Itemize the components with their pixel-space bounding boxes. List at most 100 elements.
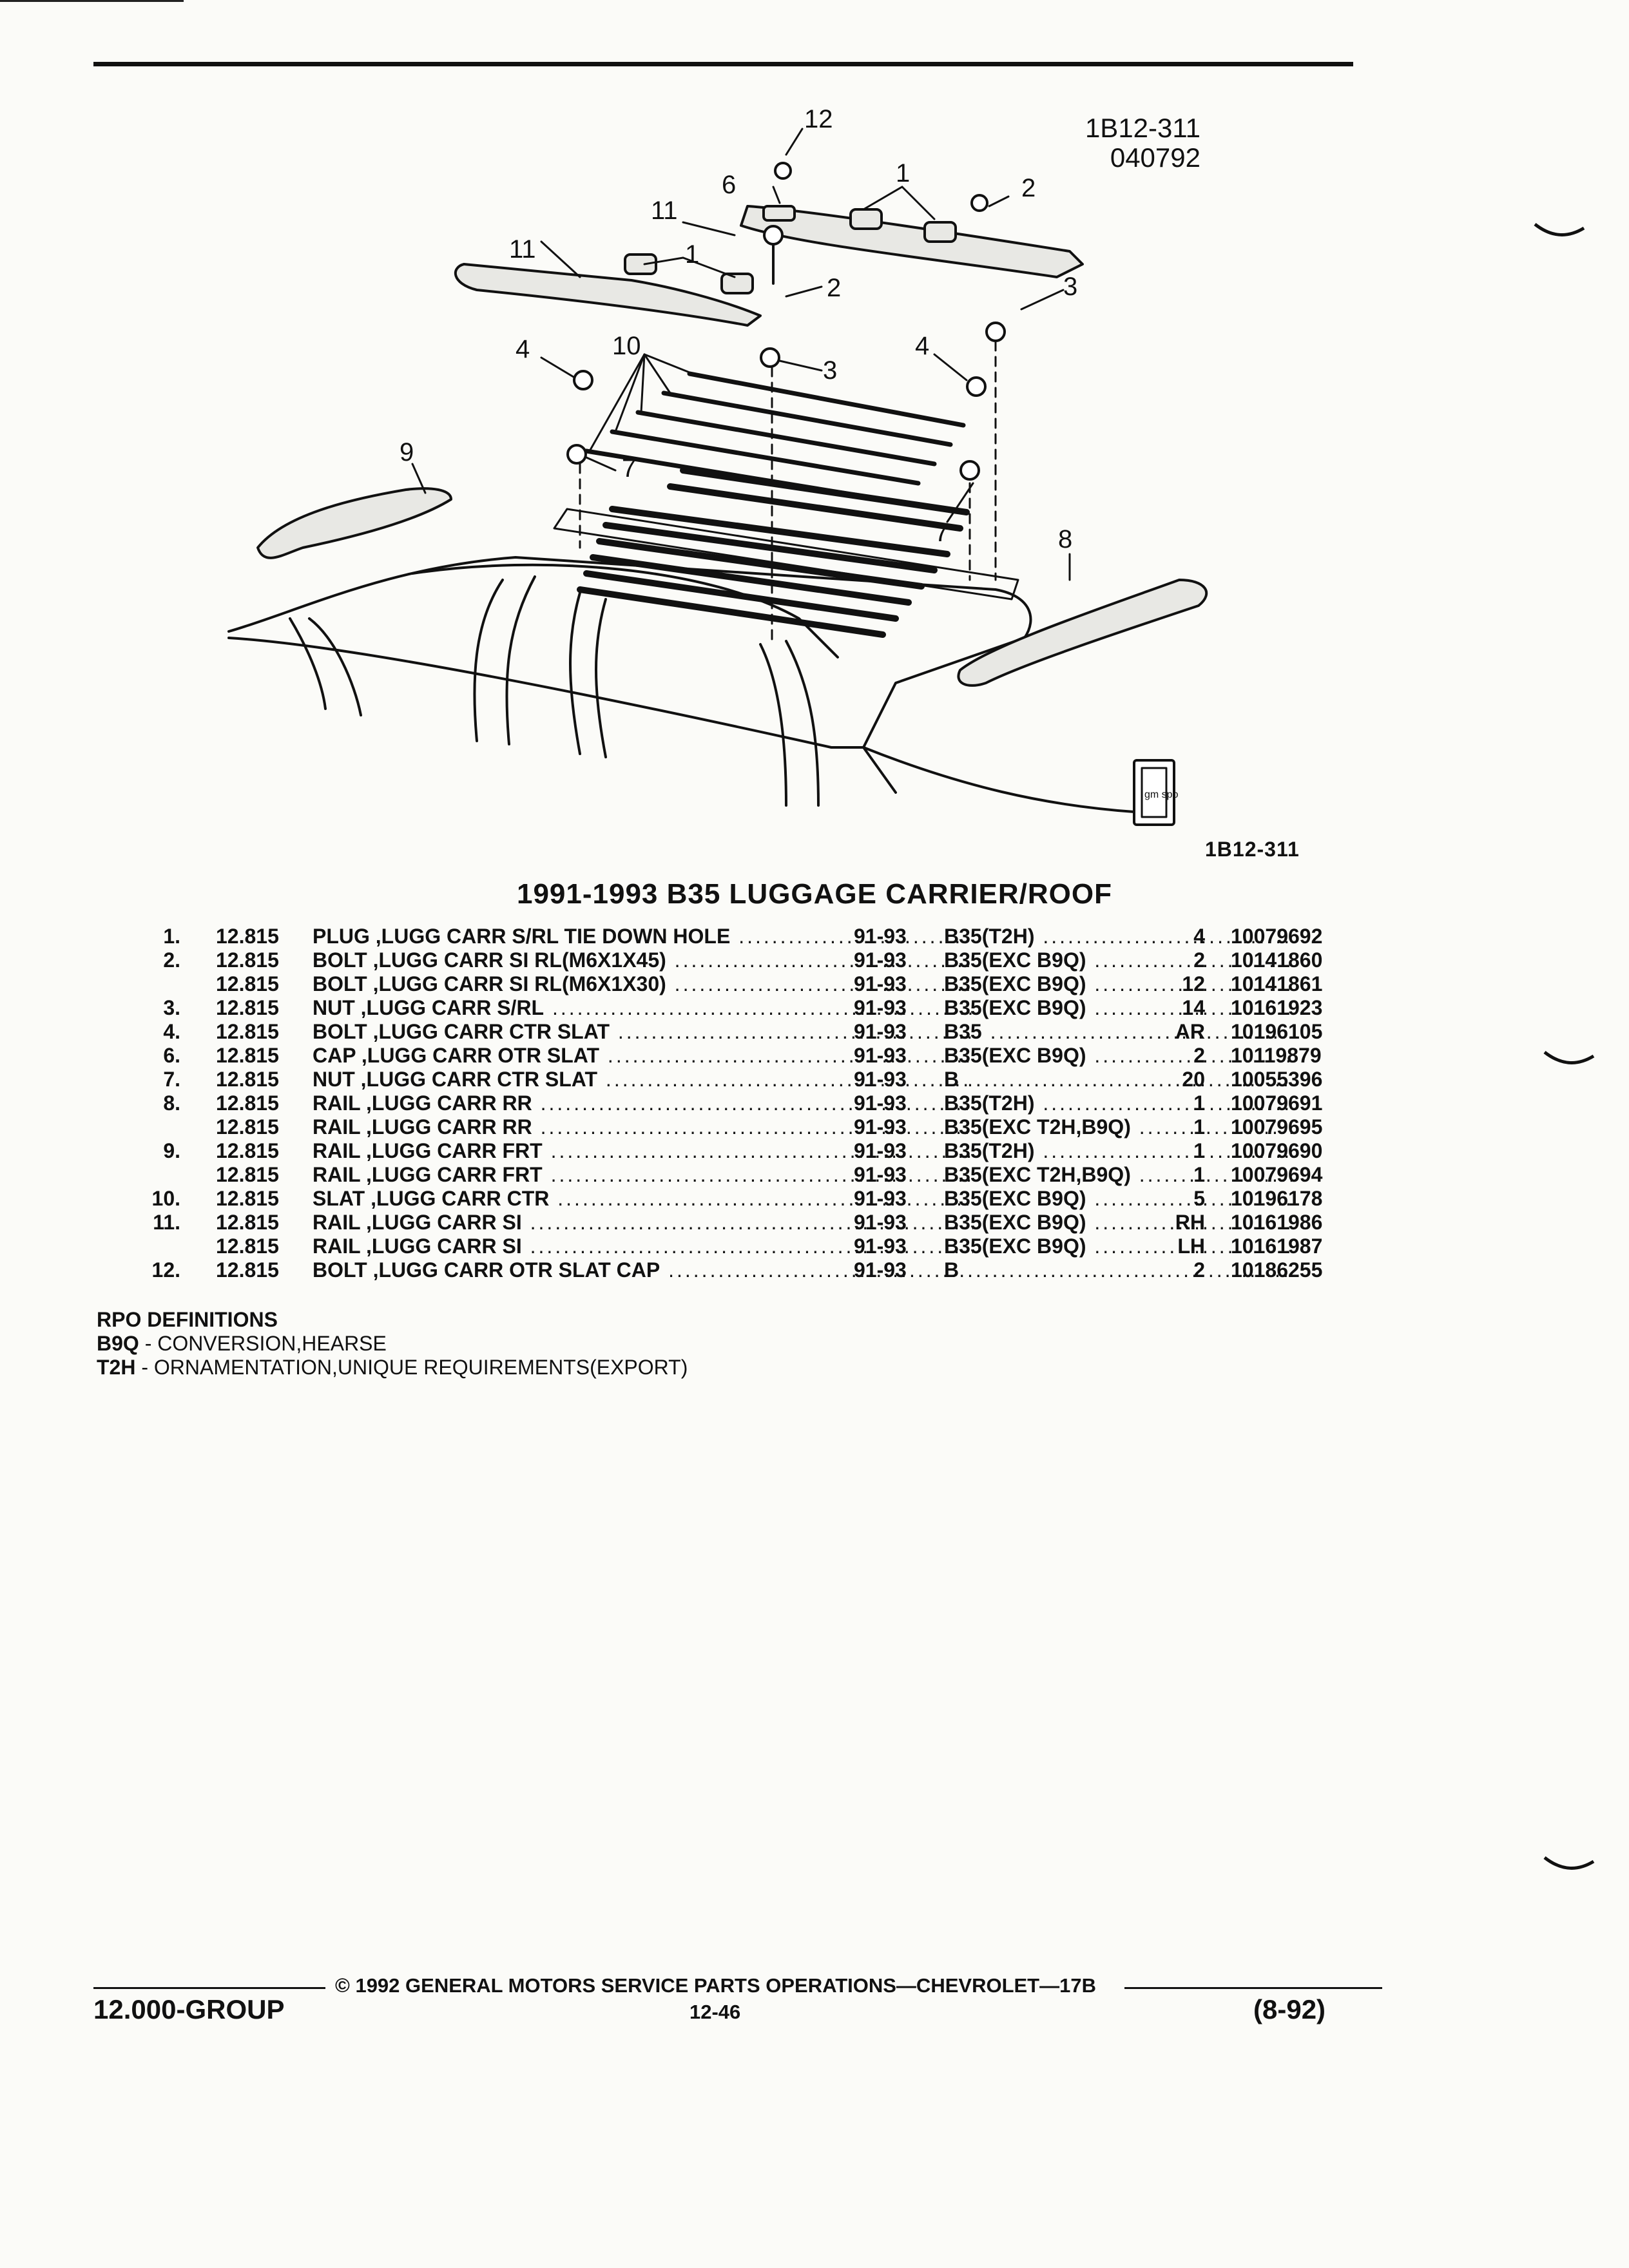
callout-2: 2: [1021, 174, 1036, 202]
parts-rpo: B35(T2H) ...............................…: [944, 1139, 1292, 1162]
parts-desc: RAIL ,LUGG CARR FRT ....................…: [313, 1163, 973, 1186]
parts-desc: BOLT ,LUGG CARR CTR SLAT ...............…: [313, 1020, 973, 1043]
callout-6: 6: [722, 171, 736, 199]
parts-desc: PLUG ,LUGG CARR S/RL TIE DOWN HOLE .....…: [313, 925, 973, 948]
parts-part-no: 10079694: [1231, 1163, 1323, 1186]
callout-labels: 12 1 2 6 11 11 1 2 3 10 3 4 4 9 7 7 8: [400, 105, 1077, 553]
callout-9: 9: [400, 438, 414, 466]
dashed-guides: [579, 340, 997, 646]
parts-years: 91-93: [854, 972, 907, 995]
parts-num: 7.: [163, 1068, 180, 1091]
parts-years: 91-93: [854, 996, 907, 1019]
parts-qty: 14: [1182, 996, 1205, 1019]
parts-rpo: B35 ....................................…: [944, 1020, 1292, 1043]
callout-11b: 11: [509, 235, 536, 264]
parts-desc: RAIL ,LUGG CARR RR .....................…: [313, 1091, 973, 1115]
roof-panel: [553, 508, 1019, 601]
parts-desc: NUT ,LUGG CARR S/RL ....................…: [313, 996, 973, 1019]
parts-group: 12.815: [216, 996, 279, 1019]
side-rail-right: [740, 205, 1084, 278]
rpo-def-b9q: B9Q - CONVERSION,HEARSE: [97, 1332, 688, 1356]
parts-years: 91-93: [854, 1163, 907, 1186]
parts-rpo: B ......................................…: [944, 1068, 1292, 1091]
car-body-outline: [227, 556, 1135, 813]
parts-desc: CAP ,LUGG CARR OTR SLAT ................…: [313, 1044, 973, 1067]
parts-rpo: B ......................................…: [944, 1258, 1292, 1282]
parts-part-no: 10186255: [1231, 1258, 1323, 1282]
page-title: 1991-1993 B35 LUGGAGE CARRIER/ROOF: [516, 878, 1113, 910]
footer-group: 12.000-GROUP: [93, 1994, 285, 2024]
front-rail: [256, 487, 452, 559]
parts-years: 91-93: [854, 948, 907, 972]
callout-7: 7: [622, 454, 636, 483]
parts-rpo: B35(T2H) ...............................…: [944, 925, 1292, 948]
parts-num: 12.: [151, 1258, 180, 1282]
parts-years: 91-93: [854, 1139, 907, 1162]
callout-4: 4: [516, 335, 530, 363]
parts-rpo: B35(EXC T2H,B9Q) .......................…: [944, 1115, 1292, 1139]
callout-4b: 4: [915, 332, 929, 360]
callout-8: 8: [1058, 525, 1072, 553]
parts-group: 12.815: [216, 1139, 279, 1162]
parts-num: 6.: [163, 1044, 180, 1067]
parts-qty: RH: [1175, 1211, 1205, 1234]
parts-qty: AR: [1175, 1020, 1205, 1043]
parts-years: 91-93: [854, 1115, 907, 1139]
parts-rpo: B35(EXC B9Q) ...........................…: [944, 1211, 1292, 1234]
parts-num: 9.: [163, 1139, 180, 1162]
tie-down-plugs: [624, 205, 957, 294]
footer-rule-left: [93, 1987, 325, 1989]
parts-years: 91-93: [854, 1211, 907, 1234]
parts-group: 12.815: [216, 1211, 279, 1234]
figure-id-line1: 1B12-311: [1084, 113, 1200, 143]
parts-rpo: B35(EXC B9Q) ...........................…: [944, 996, 1292, 1019]
rpo-code: T2H: [97, 1356, 136, 1379]
parts-num: 2.: [163, 948, 180, 972]
parts-part-no: 10196105: [1231, 1020, 1323, 1043]
parts-group: 12.815: [216, 1187, 279, 1210]
parts-desc: BOLT ,LUGG CARR SI RL(M6X1X45) .........…: [313, 948, 973, 972]
parts-group: 12.815: [216, 1235, 279, 1258]
callout-1: 1: [896, 159, 910, 187]
parts-years: 91-93: [854, 1044, 907, 1067]
gm-spo-logo: gm spo: [1133, 759, 1179, 826]
parts-group: 12.815: [216, 948, 279, 972]
figure-id-line2: 040792: [1110, 142, 1200, 173]
parts-qty: 2: [1193, 1258, 1205, 1282]
parts-desc: RAIL ,LUGG CARR FRT ....................…: [313, 1139, 973, 1162]
parts-group: 12.815: [216, 1020, 279, 1043]
parts-desc: RAIL ,LUGG CARR SI .....................…: [313, 1235, 973, 1258]
parts-part-no: 10079691: [1231, 1091, 1323, 1115]
parts-qty: 4: [1193, 925, 1205, 948]
rpo-text: - ORNAMENTATION,UNIQUE REQUIREMENTS(EXPO…: [135, 1356, 688, 1379]
punch-mark-3: [1543, 1856, 1595, 1870]
side-rail-left: [454, 263, 762, 327]
parts-qty: 2: [1193, 1044, 1205, 1067]
exploded-parts-diagram: 12 1 2 6 11 11 1 2 3 10 3 4 4 9 7 7 8 gm…: [219, 103, 1250, 844]
parts-group: 12.815: [216, 1258, 279, 1282]
parts-years: 91-93: [854, 1258, 907, 1282]
parts-part-no: 10161987: [1231, 1235, 1323, 1258]
parts-qty: 20: [1182, 1068, 1205, 1091]
callout-1b: 1: [685, 240, 699, 269]
parts-qty: 1: [1193, 1115, 1205, 1139]
parts-part-no: 10079692: [1231, 925, 1323, 948]
callout-10: 10: [612, 332, 641, 360]
parts-rpo: B35(EXC B9Q) ...........................…: [944, 948, 1292, 972]
parts-years: 91-93: [854, 925, 907, 948]
parts-rpo: B35(EXC B9Q) ...........................…: [944, 1187, 1292, 1210]
parts-part-no: 10196178: [1231, 1187, 1323, 1210]
roof-slats: [577, 467, 970, 638]
center-slats: [584, 371, 966, 505]
parts-num: 11.: [153, 1211, 180, 1234]
parts-years: 91-93: [854, 1091, 907, 1115]
rpo-text: - CONVERSION,HEARSE: [139, 1332, 387, 1355]
figure-reference: 1B12-311: [1205, 838, 1300, 861]
parts-desc: SLAT ,LUGG CARR CTR ....................…: [313, 1187, 973, 1210]
callout-3: 3: [1063, 273, 1077, 301]
parts-desc: BOLT ,LUGG CARR SI RL(M6X1X30) .........…: [313, 972, 973, 995]
parts-part-no: 10141860: [1231, 948, 1323, 972]
top-rule: [93, 62, 1353, 66]
parts-rpo: B35(EXC B9Q) ...........................…: [944, 1235, 1292, 1258]
parts-num: 4.: [163, 1020, 180, 1043]
